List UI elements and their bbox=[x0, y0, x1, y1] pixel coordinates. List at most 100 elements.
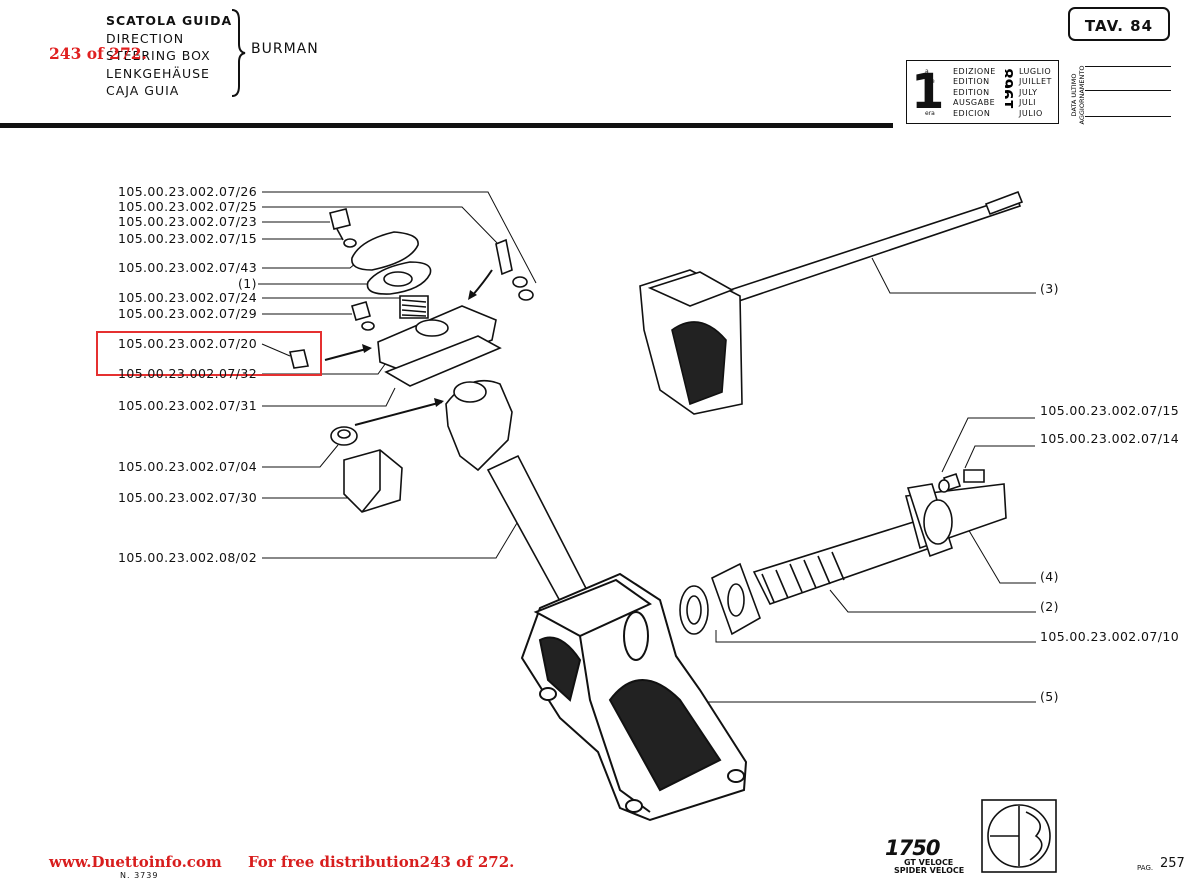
title-spanish: CAJA GUIA bbox=[106, 83, 180, 98]
logo-cross bbox=[990, 806, 1020, 866]
column-box-recess bbox=[671, 321, 727, 406]
part-label-04: 105.00.23.002.07/04 bbox=[118, 459, 258, 474]
worm-assembly bbox=[679, 469, 1007, 636]
footer-notice: www.Duettoinfo.com For free distribution… bbox=[49, 853, 514, 871]
title-german: LENKGEHÄUSE bbox=[106, 65, 210, 81]
part-label-2: (2) bbox=[1040, 599, 1059, 614]
worm-threads bbox=[761, 551, 845, 603]
column-assembly-3 bbox=[639, 190, 1024, 415]
model-name: 1750 bbox=[885, 836, 940, 860]
update-label-2: AGGIORNAMENTO bbox=[1078, 66, 1086, 125]
part-label-29: 105.00.23.002.07/29 bbox=[118, 306, 258, 321]
leader-line-31 bbox=[262, 387, 396, 407]
edition-labels: EDIZIONE EDITION EDITION AUSGABE EDICION bbox=[953, 67, 996, 119]
arrow-head-icon bbox=[434, 398, 444, 407]
leader-line-0802 bbox=[262, 517, 521, 559]
edition-month: JULIO bbox=[1019, 108, 1043, 118]
drawing-number: N. 3739 bbox=[120, 871, 159, 880]
edition-label: EDITION bbox=[953, 87, 990, 97]
leader-line-14 bbox=[964, 445, 1035, 469]
part-label-26: 105.00.23.002.07/26 bbox=[118, 184, 258, 199]
part-label-24: 105.00.23.002.07/24 bbox=[118, 290, 258, 305]
edition-number: 1 bbox=[911, 64, 945, 120]
ordinal: ere bbox=[925, 78, 935, 86]
part-label-30: 105.00.23.002.07/30 bbox=[118, 490, 258, 505]
housing-top-face bbox=[533, 578, 652, 638]
edition-ordinals: a ere st . era bbox=[925, 67, 935, 119]
bolt-icon bbox=[351, 301, 371, 321]
part-label-1: (1) bbox=[238, 276, 257, 291]
highlight-box bbox=[96, 331, 322, 376]
ordinal: era bbox=[925, 109, 935, 117]
part-label-5: (5) bbox=[1040, 689, 1059, 704]
part-label-32: 105.00.23.002.07/32 bbox=[118, 366, 258, 381]
washer-icon bbox=[343, 238, 357, 248]
bolt-icon bbox=[329, 208, 351, 230]
part-label-14: 105.00.23.002.07/14 bbox=[1040, 431, 1180, 446]
edition-month: JULI bbox=[1019, 98, 1037, 108]
sector-shaft-0802 bbox=[486, 454, 594, 614]
logo-serpent bbox=[1025, 811, 1043, 861]
edition-month: JULY bbox=[1019, 87, 1038, 97]
leader-line-43 bbox=[262, 257, 363, 269]
edition-month: LUGLIO bbox=[1019, 67, 1052, 76]
arrow-line-04 bbox=[354, 401, 443, 426]
worm-2 bbox=[752, 519, 932, 605]
mount-hole-icon bbox=[539, 687, 557, 701]
footer-site: www.Duettoinfo.com bbox=[49, 853, 222, 871]
washer-icon bbox=[512, 276, 528, 288]
sector-shaft-bore bbox=[453, 381, 487, 403]
part-label-25: 105.00.23.002.07/25 bbox=[118, 199, 258, 214]
model-variant-1: GT VELOCE bbox=[904, 858, 954, 867]
brace-icon bbox=[231, 9, 246, 97]
manufacturer-label: BURMAN bbox=[251, 41, 319, 57]
part-label-0802: 105.00.23.002.08/02 bbox=[118, 550, 258, 565]
edition-month: JUILLET bbox=[1019, 77, 1052, 87]
leader-line-20 bbox=[261, 343, 291, 357]
update-line bbox=[1085, 90, 1171, 91]
arrow-line-25 bbox=[471, 269, 493, 297]
edition-year-text: 1968 bbox=[1005, 68, 1017, 110]
housing-recess bbox=[538, 636, 582, 702]
part-label-31: 105.00.23.002.07/31 bbox=[118, 398, 258, 413]
part-label-10: 105.00.23.002.07/10 bbox=[1040, 629, 1180, 644]
washer-icon bbox=[361, 321, 375, 331]
tube-end bbox=[923, 499, 953, 545]
title-english: STEERING BOX bbox=[106, 48, 211, 63]
title-french: DIRECTION bbox=[106, 30, 185, 46]
part-label-4: (4) bbox=[1040, 569, 1059, 584]
plate-number: TAV. 84 bbox=[1068, 7, 1170, 41]
column-box-top bbox=[647, 271, 734, 307]
bolt-shank bbox=[336, 228, 344, 241]
part-label-43: 105.00.23.002.07/43 bbox=[118, 260, 258, 275]
steering-box-housing-5 bbox=[520, 572, 748, 822]
part-label-15b: 105.00.23.002.07/15 bbox=[1040, 403, 1180, 418]
seal-bore bbox=[686, 595, 702, 625]
shaft-parts bbox=[330, 380, 599, 624]
part-label-20: 105.00.23.002.07/20 bbox=[118, 336, 258, 351]
bolt-icon bbox=[495, 238, 513, 276]
washer-icon bbox=[938, 479, 950, 493]
cover-plate-43 bbox=[351, 231, 419, 271]
edition-box: 1 a ere st . era EDIZIONE EDITION EDITIO… bbox=[906, 60, 1059, 124]
ordinal: st bbox=[925, 88, 931, 96]
bushing-bore bbox=[337, 429, 351, 439]
update-label-1: DATA ULTIMO bbox=[1070, 74, 1078, 117]
housing-bore bbox=[623, 611, 649, 661]
edition-months: LUGLIO JUILLET JULY JULI JULIO bbox=[1019, 67, 1052, 119]
edition-year: 1968 bbox=[1005, 68, 1017, 110]
leader-line-25 bbox=[262, 206, 501, 247]
bolt-14-icon bbox=[963, 469, 985, 483]
model-variant-2: SPIDER VELOCE bbox=[894, 866, 965, 875]
mount-hole-icon bbox=[625, 799, 643, 813]
edition-label: EDIZIONE bbox=[953, 67, 996, 76]
housing-recess bbox=[608, 679, 722, 792]
leader-line-2 bbox=[829, 589, 1036, 613]
leader-line-04 bbox=[262, 444, 339, 468]
ordinal: a bbox=[925, 68, 929, 75]
alfa-romeo-logo bbox=[981, 799, 1057, 873]
spring-coils bbox=[401, 299, 427, 317]
leader-line-15b bbox=[941, 417, 1035, 473]
title-italian: SCATOLA GUIDA bbox=[106, 13, 233, 28]
leader-line-3 bbox=[871, 257, 1036, 294]
